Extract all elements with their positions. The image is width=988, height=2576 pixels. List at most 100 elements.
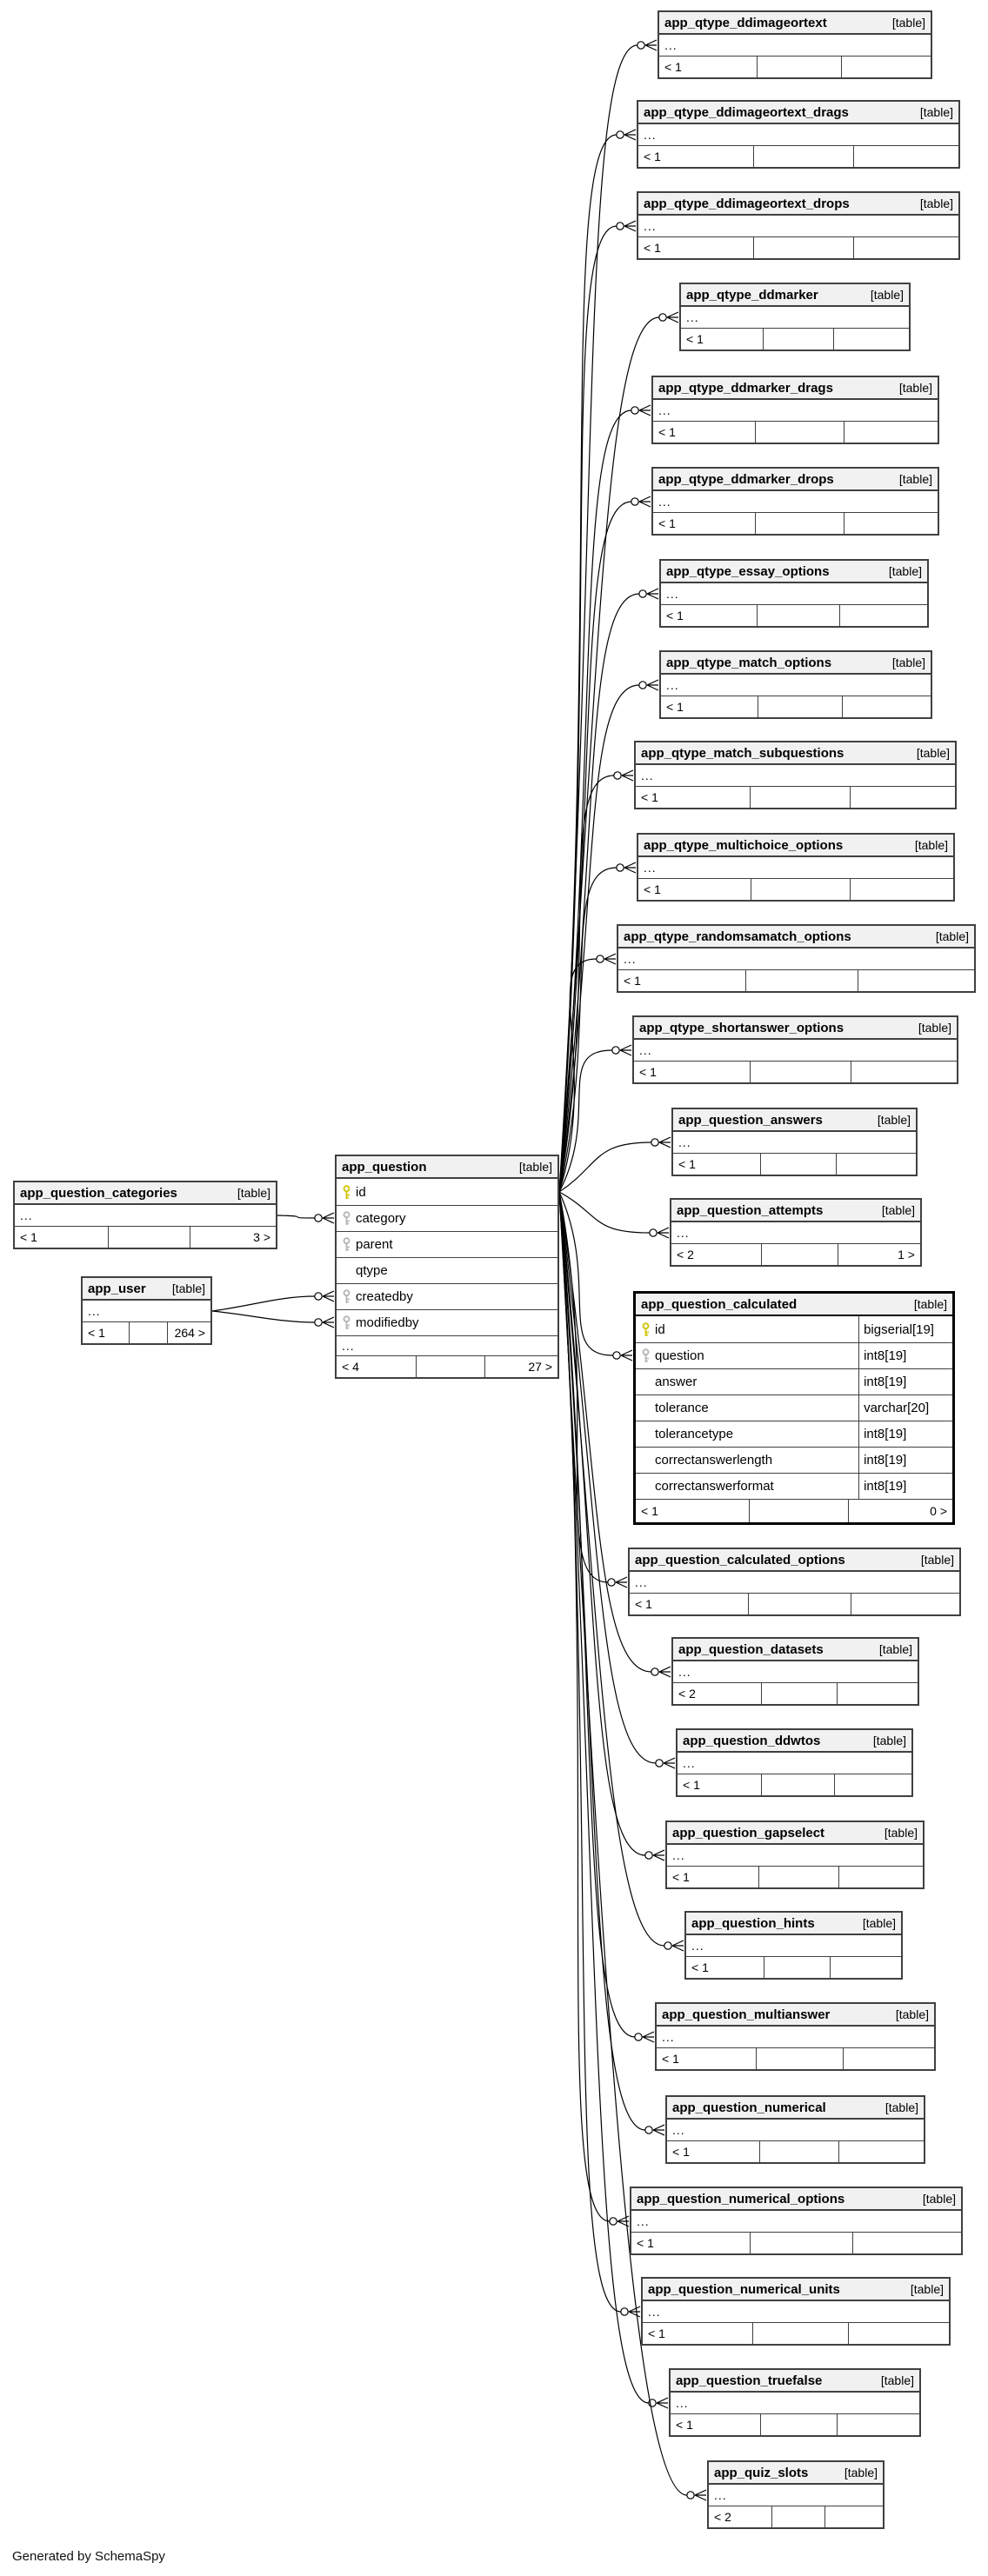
table-node-app_quiz_slots: app_quiz_slots[table]...< 2 bbox=[707, 2460, 885, 2529]
hidden-columns-ellipsis: ... bbox=[658, 495, 671, 509]
relations-footer: < 1 bbox=[678, 1774, 911, 1795]
relations-footer: < 1 bbox=[661, 604, 927, 626]
table-name[interactable]: app_question_calculated bbox=[641, 1296, 798, 1312]
table-name[interactable]: app_question_numerical_options bbox=[637, 2191, 845, 2207]
hidden-columns-ellipsis: ... bbox=[635, 1575, 648, 1589]
table-header: app_question_datasets[table] bbox=[673, 1639, 918, 1661]
hidden-columns-ellipsis: ... bbox=[641, 769, 654, 782]
table-name[interactable]: app_question bbox=[342, 1159, 427, 1175]
relations-footer: < 1 bbox=[630, 1593, 959, 1614]
table-name[interactable]: app_qtype_ddimageortext bbox=[664, 15, 827, 30]
table-node-app_qtype_ddimageortext_drops: app_qtype_ddimageortext_drops[table]...<… bbox=[637, 191, 960, 260]
table-name[interactable]: app_quiz_slots bbox=[714, 2465, 809, 2480]
table-tag: [table] bbox=[922, 2192, 956, 2206]
footer-middle-cell bbox=[760, 1244, 838, 1265]
relations-footer: < 1 bbox=[671, 2413, 919, 2435]
table-name[interactable]: app_question_truefalse bbox=[676, 2373, 823, 2388]
hidden-columns-ellipsis: ... bbox=[644, 861, 657, 875]
table-header: app_question_calculated_options[table] bbox=[630, 1549, 959, 1572]
footer-middle-cell bbox=[756, 57, 841, 77]
table-name[interactable]: app_user bbox=[88, 1281, 146, 1296]
hidden-columns-ellipsis: ... bbox=[662, 2030, 675, 2044]
no-key-spacer bbox=[636, 1421, 655, 1447]
child-relations-count bbox=[844, 513, 938, 534]
parent-relations-count: < 1 bbox=[672, 1870, 690, 1884]
table-tag: [table] bbox=[895, 2007, 929, 2021]
table-node-app_qtype_shortanswer_options: app_qtype_shortanswer_options[table]...<… bbox=[632, 1015, 958, 1084]
relations-footer: < 1 bbox=[686, 1956, 901, 1978]
column-name: correctanswerlength bbox=[655, 1453, 773, 1468]
hidden-columns-ellipsis: ... bbox=[683, 1756, 696, 1770]
table-name[interactable]: app_question_multianswer bbox=[662, 2007, 831, 2022]
relations-footer: < 1 bbox=[638, 145, 958, 167]
table-header: app_question[table] bbox=[337, 1156, 557, 1179]
relations-footer: < 1 bbox=[631, 2232, 961, 2253]
table-name[interactable]: app_qtype_ddimageortext_drags bbox=[644, 104, 849, 120]
table-name[interactable]: app_question_ddwtos bbox=[683, 1733, 821, 1748]
table-name[interactable]: app_qtype_ddimageortext_drops bbox=[644, 196, 850, 211]
table-name[interactable]: app_qtype_randomsamatch_options bbox=[624, 929, 851, 944]
column-name: id bbox=[655, 1321, 665, 1337]
table-name[interactable]: app_qtype_match_subquestions bbox=[641, 745, 844, 761]
table-name[interactable]: app_question_attempts bbox=[677, 1202, 824, 1218]
parent-relations-count: < 1 bbox=[658, 425, 676, 439]
primary-key-icon bbox=[636, 1316, 655, 1342]
primary-key-icon bbox=[337, 1179, 356, 1205]
relations-footer: < 1 bbox=[657, 2047, 934, 2069]
table-name[interactable]: app_qtype_ddmarker bbox=[686, 287, 818, 303]
table-name[interactable]: app_question_datasets bbox=[678, 1641, 824, 1657]
table-node-app_question_gapselect: app_question_gapselect[table]...< 1 bbox=[665, 1821, 925, 1889]
footer-middle-cell bbox=[749, 1062, 851, 1082]
table-header: app_qtype_randomsamatch_options[table] bbox=[618, 926, 974, 949]
relations-footer: < 1 bbox=[673, 1153, 916, 1175]
footer-middle-cell bbox=[756, 605, 839, 626]
hidden-columns-ellipsis: ... bbox=[666, 587, 679, 601]
table-name[interactable]: app_question_hints bbox=[691, 1915, 815, 1931]
column-name: qtype bbox=[356, 1263, 388, 1278]
column-row: qtype bbox=[337, 1257, 557, 1283]
child-relations-count bbox=[857, 970, 974, 991]
table-name[interactable]: app_question_categories bbox=[20, 1185, 177, 1201]
parent-relations-count: < 1 bbox=[88, 1326, 105, 1340]
table-name[interactable]: app_question_calculated_options bbox=[635, 1552, 845, 1568]
table-header: app_qtype_match_subquestions[table] bbox=[636, 742, 955, 765]
hidden-columns-ellipsis: ... bbox=[676, 2396, 689, 2410]
table-name[interactable]: app_qtype_ddmarker_drops bbox=[658, 471, 834, 487]
table-tag: [table] bbox=[891, 16, 925, 30]
table-name[interactable]: app_question_numerical bbox=[672, 2100, 826, 2115]
table-name[interactable]: app_qtype_match_options bbox=[666, 655, 832, 670]
hidden-columns-ellipsis: ... bbox=[714, 2488, 727, 2502]
column-type: int8[19] bbox=[858, 1448, 952, 1473]
table-name[interactable]: app_qtype_multichoice_options bbox=[644, 837, 844, 853]
footer-middle-cell bbox=[771, 2506, 824, 2527]
child-relations-count bbox=[847, 2323, 949, 2344]
table-node-app_qtype_match_options: app_qtype_match_options[table]...< 1 bbox=[659, 650, 932, 719]
table-header: app_qtype_ddimageortext_drops[table] bbox=[638, 193, 958, 216]
table-node-app_qtype_ddimageortext_drags: app_qtype_ddimageortext_drags[table]...<… bbox=[637, 100, 960, 169]
footer-middle-cell bbox=[416, 1356, 484, 1377]
hidden-columns-ellipsis: ... bbox=[678, 1135, 691, 1149]
footer-middle-cell bbox=[760, 1154, 835, 1175]
child-relations-count bbox=[833, 1774, 911, 1795]
footer-middle-cell bbox=[758, 696, 841, 717]
table-name[interactable]: app_question_gapselect bbox=[672, 1825, 825, 1840]
table-name[interactable]: app_qtype_essay_options bbox=[666, 563, 830, 579]
parent-relations-count: < 1 bbox=[658, 516, 676, 530]
footer-middle-cell bbox=[129, 1322, 167, 1343]
table-header: app_quiz_slots[table] bbox=[709, 2462, 883, 2485]
table-name[interactable]: app_qtype_shortanswer_options bbox=[639, 1020, 844, 1035]
child-relations-count bbox=[844, 422, 938, 443]
column-type: int8[19] bbox=[858, 1369, 952, 1395]
table-name[interactable]: app_question_numerical_units bbox=[648, 2281, 840, 2297]
table-name[interactable]: app_question_answers bbox=[678, 1112, 823, 1128]
column-name: tolerancetype bbox=[655, 1427, 734, 1441]
table-name[interactable]: app_qtype_ddmarker_drags bbox=[658, 380, 833, 396]
footer-middle-cell bbox=[749, 1500, 848, 1522]
